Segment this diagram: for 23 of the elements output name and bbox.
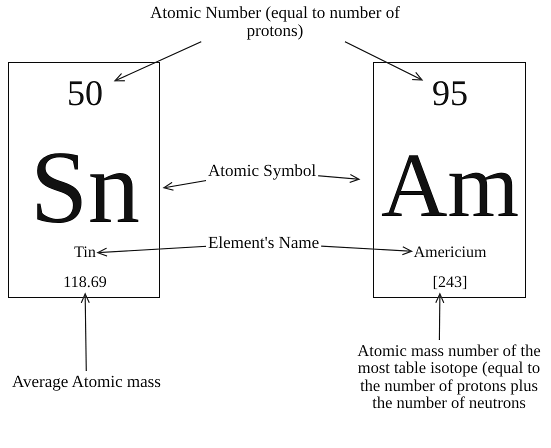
element-tile [8, 62, 160, 298]
element-name: Tin [74, 245, 96, 262]
element-symbol: Am [381, 137, 519, 234]
atomic-number: 95 [432, 75, 468, 113]
atomic-number: 50 [67, 75, 103, 113]
leader-arrow [80, 293, 90, 372]
annotation-label: Atomic Symbol [208, 162, 316, 180]
leader-arrow [435, 293, 444, 340]
annotation-label: Atomic Number (equal to number of protons) [145, 4, 405, 40]
element-symbol: Sn [30, 133, 140, 242]
leader-arrow [318, 174, 360, 184]
annotation-label: Atomic mass number of the most table isotope (equal to the number of protons plus the number of neutrons [349, 342, 549, 412]
atomic-mass: 118.69 [63, 275, 107, 292]
leader-arrow [163, 180, 206, 191]
annotation-label: Average Atomic mass [12, 373, 161, 391]
leader-arrow [344, 41, 423, 81]
leader-arrow [97, 246, 206, 257]
atomic-mass: [243] [432, 275, 468, 292]
element-tile [373, 62, 526, 298]
annotation-label: Element's Name [208, 234, 320, 252]
element-name: Americium [414, 245, 486, 262]
leader-arrow [114, 41, 202, 82]
leader-arrow [321, 246, 412, 256]
